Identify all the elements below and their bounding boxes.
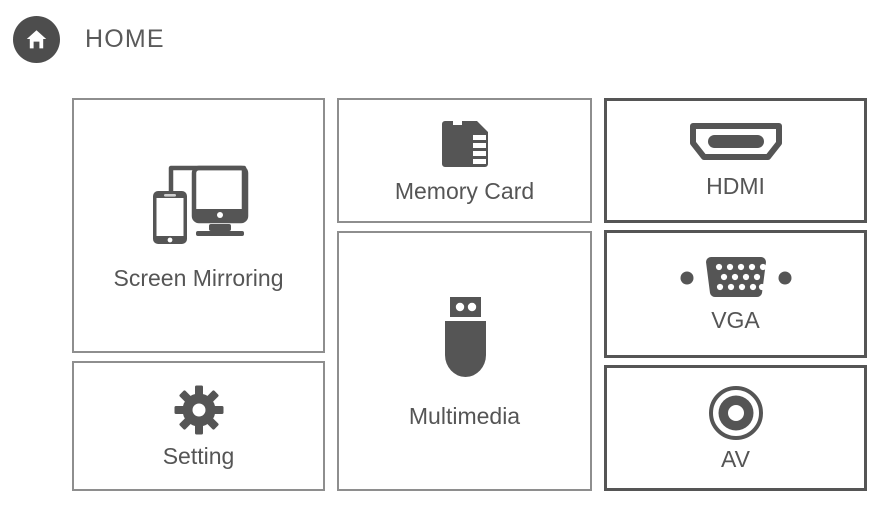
- home-icon[interactable]: [13, 15, 60, 63]
- phone-monitor-mirroring-icon: [145, 161, 253, 245]
- tile-memory-card[interactable]: Memory Card: [337, 98, 592, 223]
- vga-port-icon: [680, 256, 792, 300]
- tile-label: HDMI: [706, 173, 765, 199]
- tile-label: Multimedia: [408, 402, 521, 429]
- source-grid: Screen Mirroring Setting: [72, 98, 867, 491]
- tile-label: Screen Mirroring: [113, 265, 284, 291]
- rca-jack-icon: [708, 385, 764, 441]
- page-title: HOME: [85, 24, 165, 53]
- tile-label: Memory Card: [394, 177, 535, 204]
- hdmi-port-icon: [689, 123, 782, 161]
- tile-label: VGA: [711, 307, 760, 333]
- tile-label: AV: [721, 446, 750, 472]
- page-header: HOME: [13, 14, 513, 64]
- tile-vga[interactable]: VGA: [604, 230, 867, 358]
- tile-screen-mirroring[interactable]: Screen Mirroring: [72, 98, 325, 353]
- sd-card-icon: [438, 119, 492, 171]
- tile-label: Setting: [162, 442, 235, 469]
- gear-icon: [174, 385, 224, 435]
- tile-setting[interactable]: Setting: [72, 361, 325, 491]
- usb-flash-drive-icon: [436, 295, 494, 381]
- tile-av[interactable]: AV: [604, 365, 867, 491]
- tile-hdmi[interactable]: HDMI: [604, 98, 867, 223]
- tile-multimedia[interactable]: Multimedia: [337, 231, 592, 491]
